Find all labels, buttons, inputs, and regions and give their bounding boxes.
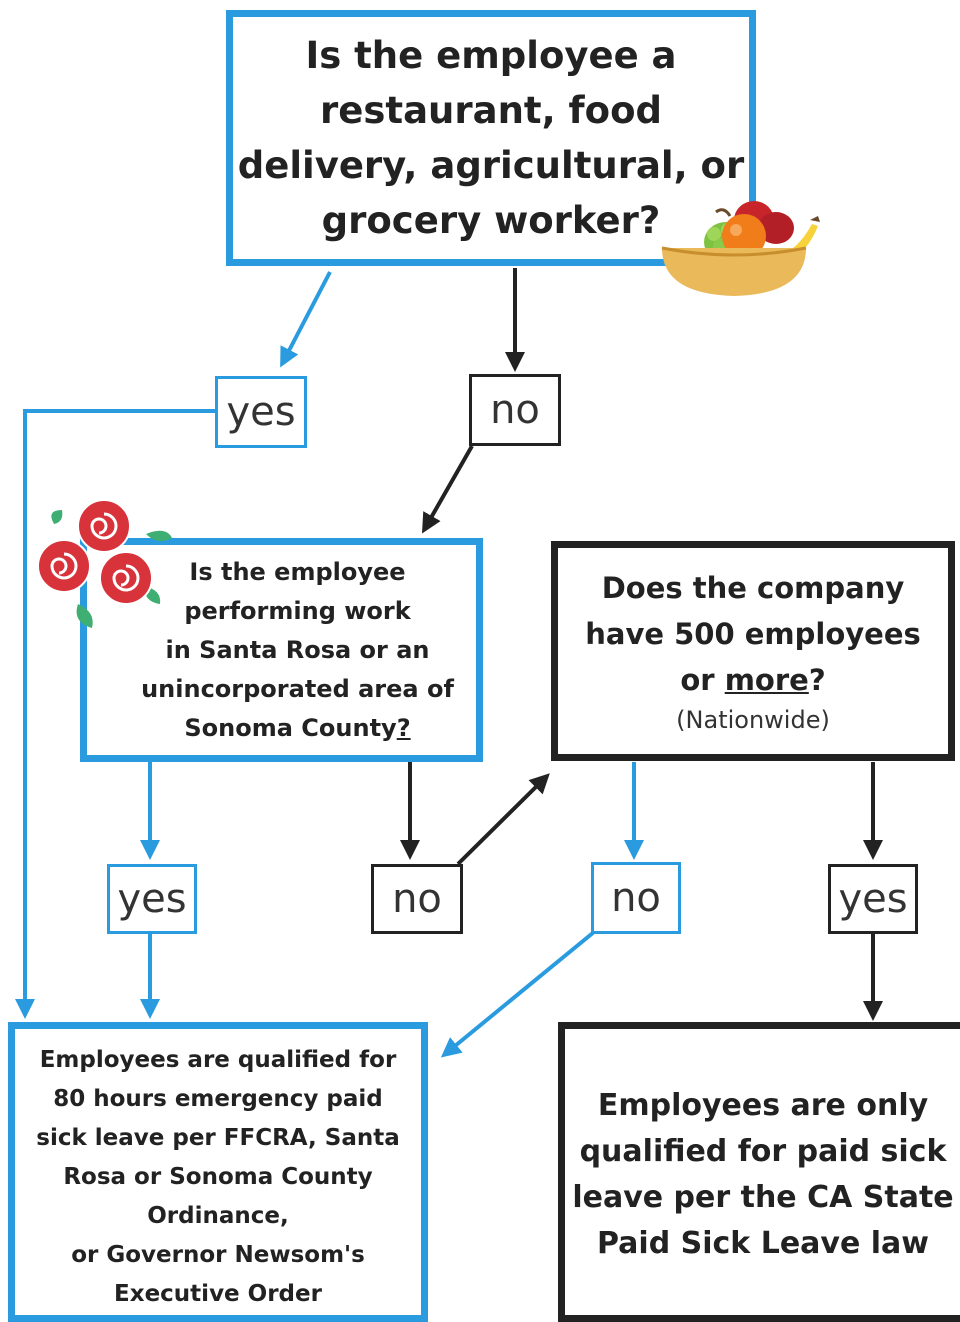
result-state-line: leave per the CA State [572,1180,954,1215]
result-qualified-line: Executive Order [114,1281,322,1307]
question-worker-type-line: grocery worker? [321,199,661,242]
result-qualified-line: or Governor Newsom's [71,1242,365,1268]
question-location-line: Is the employee [189,557,406,586]
question-company-size-line: have 500 employees [585,617,921,651]
result-qualified-line: Employees are qualified for [39,1047,397,1073]
result-qualified-line: sick leave per FFCRA, Santa [36,1125,400,1151]
question-location-line: in Santa Rosa or an [165,635,430,664]
question-location-line: unincorporated area of [141,674,454,703]
question-location-line: performing work [184,596,411,625]
question-location-last-line: Sonoma County? [184,709,410,748]
question-company-size: Does the company have 500 employees or m… [551,541,955,761]
company-size-question-mark: ? [808,663,826,697]
answer-yes-label: yes [215,376,307,448]
location-question-mark: ? [396,713,411,742]
question-worker-type: Is the employee a restaurant, food deliv… [226,10,756,266]
location-county-text: Sonoma County [184,713,397,742]
answer-no-label: no [591,862,681,934]
answer-yes-label: yes [828,864,918,934]
arrow-no1-q2 [422,445,474,534]
result-qualified-line: 80 hours emergency paid [53,1086,383,1112]
arrow-yes1-result [15,409,218,1019]
question-company-size-line: or more? [680,657,825,703]
arrow-no2-q3 [456,773,550,866]
answer-no-label: no [371,864,463,934]
result-state-line: Employees are only [597,1088,929,1123]
question-company-size-scope: (Nationwide) [676,706,830,734]
answer-yes-label: yes [107,864,197,934]
arrow-no3-result [440,930,596,1058]
question-worker-type-line: Is the employee a [305,34,677,77]
result-state-line: qualified for paid sick [579,1134,947,1169]
roses-icon [37,499,172,628]
fruit-bowl-icon [661,201,820,296]
question-company-size-line: Does the company [601,571,905,605]
question-worker-type-line: delivery, agricultural, or [237,144,745,187]
result-state-sick-leave-only: Employees are only qualified for paid si… [558,1022,960,1322]
result-qualified-line: Rosa or Sonoma County [63,1164,373,1190]
arrow-q1-yes [280,271,332,368]
company-size-more: more [724,663,809,697]
company-size-prefix: or [680,663,725,697]
result-qualified-emergency-leave: Employees are qualified for 80 hours eme… [8,1022,428,1322]
result-state-line: Paid Sick Leave law [597,1226,929,1261]
result-qualified-line: Ordinance, [147,1203,289,1229]
answer-no-label: no [469,374,561,446]
question-worker-type-line: restaurant, food [320,89,662,132]
